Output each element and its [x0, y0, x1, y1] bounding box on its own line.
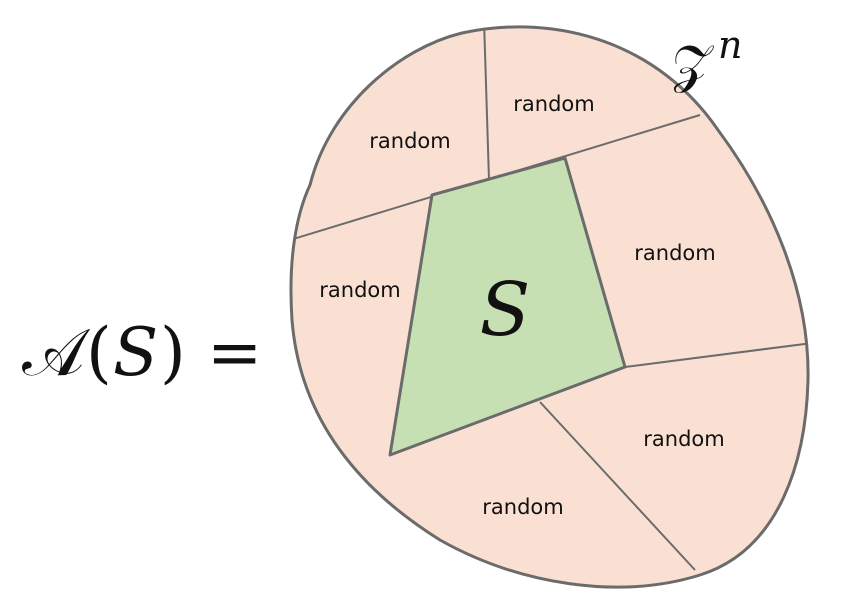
region-label-top: random: [513, 92, 594, 116]
partition-line-bottom: [539, 401, 696, 571]
equation-open-paren: (: [86, 314, 112, 391]
partition-line-top-vertical: [483, 26, 490, 181]
equation-equals: =: [207, 314, 262, 391]
center-region-s: [388, 156, 627, 457]
equation-lhs: 𝒜 ( S ) =: [22, 314, 262, 391]
equation-script-a: 𝒜: [22, 314, 91, 391]
space-label-exponent: n: [718, 23, 742, 67]
center-region-label: S: [480, 267, 531, 353]
partition-line-right: [624, 341, 809, 368]
region-label-right: random: [634, 241, 715, 265]
region-label-bottom-right: random: [643, 427, 724, 451]
region-label-top-left: random: [369, 129, 450, 153]
space-label-base: 𝒵: [672, 35, 714, 95]
region-label-bottom: random: [482, 495, 563, 519]
region-label-left: random: [319, 278, 400, 302]
space-blob-outline: [289, 25, 810, 589]
equation-set-s: S: [113, 314, 158, 391]
space-label: 𝒵: [672, 35, 714, 95]
equation-close-paren: ): [160, 314, 186, 391]
